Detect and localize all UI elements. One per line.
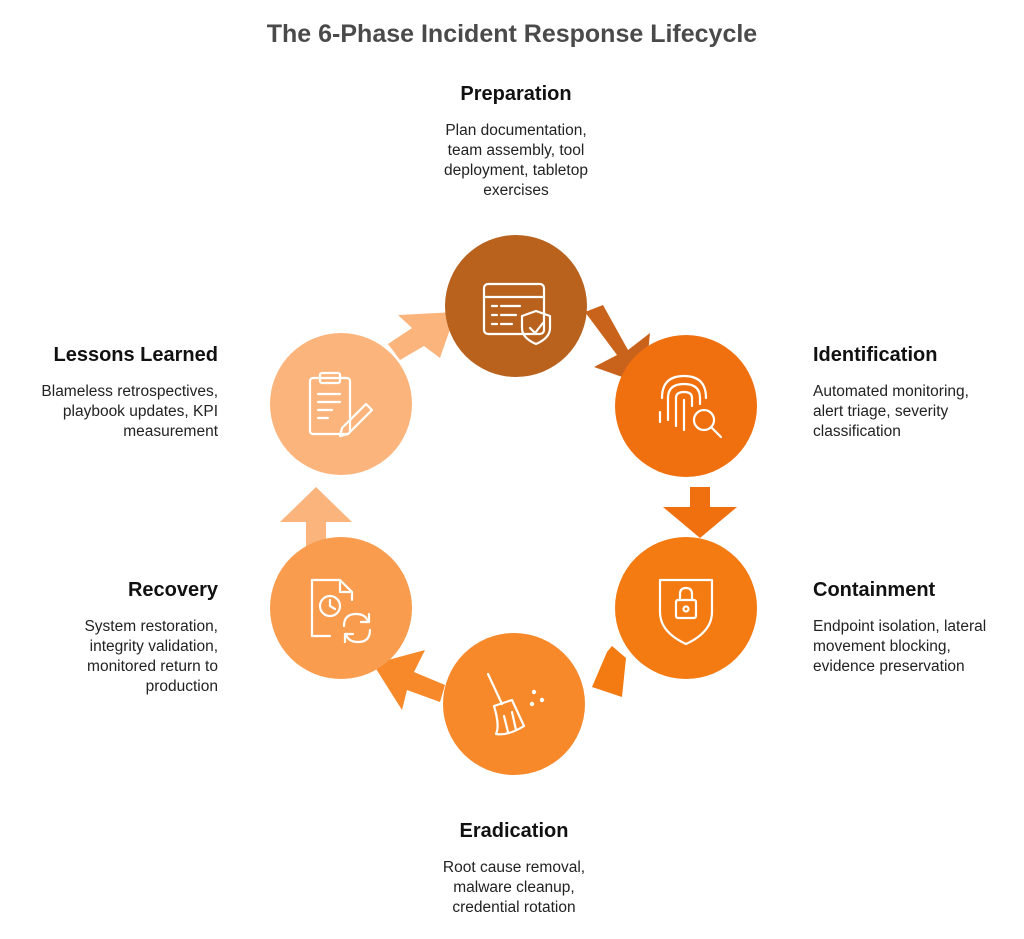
arrow-lessons-to-preparation — [388, 312, 456, 360]
phase-desc-preparation: Plan documentation, team assembly, tool … — [444, 122, 588, 199]
phase-title-preparation: Preparation — [460, 83, 572, 105]
phase-node-preparation[interactable] — [445, 235, 587, 377]
shield-lock-icon — [658, 578, 714, 646]
broom-icon — [486, 672, 545, 736]
document-shield-icon — [482, 282, 552, 346]
arrow-recovery-to-lessons — [280, 487, 352, 548]
diagram-title: The 6-Phase Incident Response Lifecycle — [266, 20, 758, 48]
phase-desc-eradication: Root cause removal, malware cleanup, cre… — [442, 859, 586, 916]
phase-node-lessons-learned[interactable] — [270, 333, 412, 475]
phase-title-identification: Identification — [813, 344, 938, 366]
phase-desc-identification: Automated monitoring, alert triage, seve… — [813, 383, 969, 440]
file-clock-refresh-icon — [310, 578, 372, 644]
phase-node-containment[interactable] — [615, 537, 757, 679]
phase-circle-containment — [615, 537, 757, 679]
phase-title-lessons-learned: Lessons Learned — [53, 344, 218, 366]
clipboard-pencil-icon — [308, 371, 374, 438]
fingerprint-search-icon — [658, 374, 723, 439]
phase-circle-recovery — [270, 537, 412, 679]
arrow-containment-to-eradication — [592, 646, 626, 697]
phase-desc-containment: Endpoint isolation, lateral movement blo… — [813, 618, 987, 675]
arrow-eradication-to-recovery — [373, 650, 445, 710]
phase-node-eradication[interactable] — [443, 633, 585, 775]
phase-circle-lessons-learned — [270, 333, 412, 475]
phase-node-recovery[interactable] — [270, 537, 412, 679]
phase-circle-identification — [615, 335, 757, 477]
phase-title-recovery: Recovery — [127, 579, 218, 601]
phase-title-containment: Containment — [813, 579, 936, 601]
phase-title-eradication: Eradication — [459, 820, 569, 842]
phase-desc-recovery: System restoration, integrity validation… — [84, 618, 218, 695]
phase-desc-lessons-learned: Blameless retrospectives, playbook updat… — [41, 383, 218, 440]
phase-node-identification[interactable] — [615, 335, 757, 477]
arrow-identification-to-containment — [663, 487, 737, 538]
